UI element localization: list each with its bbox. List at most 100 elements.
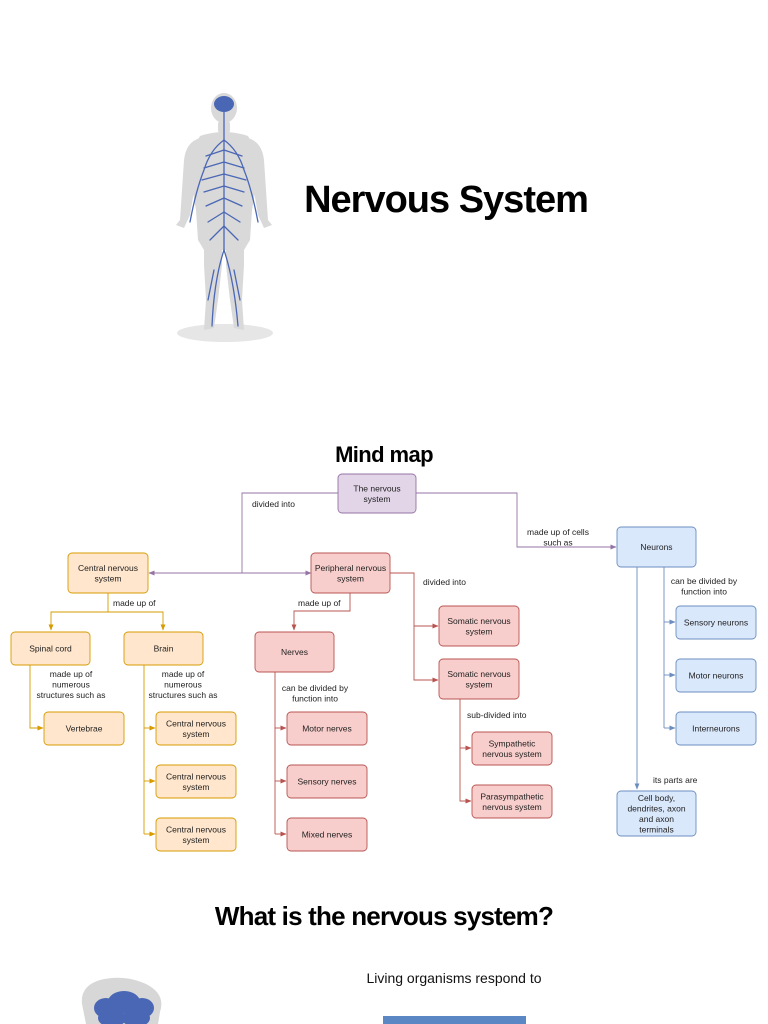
mindmap-node-motor-nerves: Motor nerves	[286, 711, 368, 746]
mindmap-node-box	[471, 731, 553, 766]
edge-label-text: can be divided by	[282, 683, 349, 693]
mindmap-node-box	[123, 631, 204, 666]
mindmap-node-label: Motor nerves	[302, 724, 352, 734]
edge-root-divided	[241, 492, 338, 573]
section-heading: What is the nervous system?	[215, 901, 553, 931]
mindmap-node-label: Sensory nerves	[297, 777, 356, 787]
mindmap-node-label: dendrites, axon	[627, 803, 685, 813]
mindmap-node-box	[286, 711, 368, 746]
edge-spinal-vertebrae	[29, 665, 44, 731]
mindmap-node-label: Sympathetic	[489, 738, 537, 748]
mindmap-node-spinal-cord: Spinal cord	[10, 631, 91, 666]
mindmap-node-label: Central nervous	[166, 824, 226, 834]
mindmap-node-label: terminals	[639, 824, 673, 834]
mindmap-node-motor-neurons: Motor neurons	[675, 658, 757, 693]
mindmap-node-label: Nerves	[281, 647, 308, 657]
edge-label-text: made up of cells	[527, 527, 589, 537]
mindmap-node-label: Neurons	[640, 542, 672, 552]
mindmap-node-box	[254, 631, 335, 673]
edge-label-divided-into-root: divided into	[252, 499, 295, 509]
mindmap-node-box	[155, 817, 237, 852]
mindmap-node-box	[471, 784, 553, 819]
mindmap-node-label: system	[364, 494, 391, 504]
mindmap-node-label: Somatic nervous	[447, 669, 510, 679]
mindmap-node-label: nervous system	[482, 749, 542, 759]
mindmap-node-label: Central nervous	[166, 771, 226, 781]
mindmap-node-label: system	[466, 626, 493, 636]
edge-cns-spinal	[48, 593, 109, 631]
mindmap-node-box	[675, 658, 757, 693]
mindmap-node-box	[310, 552, 391, 594]
edge-label-text: can be divided by	[671, 576, 738, 586]
edge-label-text: function into	[292, 694, 338, 704]
edge-label-text: divided into	[423, 577, 466, 587]
mindmap-node-sensory-nerves: Sensory nerves	[286, 764, 368, 799]
mindmap-node-label: Central nervous	[166, 718, 226, 728]
edge-label-divided-into-pns: divided into	[423, 577, 466, 587]
mindmap-node-label: system	[183, 782, 210, 792]
mindmap-node-box	[675, 605, 757, 640]
mindmap-node-vertebrae: Vertebrae	[43, 711, 125, 746]
blue-banner-block	[383, 1016, 526, 1024]
edge-pns-nerves	[291, 593, 351, 631]
edge-label-text: structures such as	[37, 690, 106, 700]
mindmap-node-label: Parasympathetic	[480, 791, 544, 801]
mindmap-node-label: Peripheral nervous	[315, 563, 386, 573]
edge-label-text: made up of	[113, 598, 156, 608]
mindmap-node-box	[675, 711, 757, 746]
mindmap-node-sensory-neurons: Sensory neurons	[675, 605, 757, 640]
mindmap-node-brain: Brain	[123, 631, 204, 666]
mindmap-node-label: system	[95, 573, 122, 583]
edge-label-text: sub-divided into	[467, 710, 527, 720]
edge-label-text: its parts are	[653, 775, 698, 785]
edge-label-text: divided into	[252, 499, 295, 509]
mindmap-node-box	[43, 711, 125, 746]
mindmap-node-label: Interneurons	[692, 724, 740, 734]
mindmap-node-label: Brain	[154, 644, 174, 654]
mindmap-node-box	[67, 552, 149, 594]
mindmap-node-label: Motor neurons	[689, 671, 744, 681]
mindmap-heading: Mind map	[335, 442, 433, 467]
edge-label-text: made up of	[162, 669, 205, 679]
edge-label-text: structures such as	[149, 690, 218, 700]
mindmap-node-nerves: Nerves	[254, 631, 335, 673]
edge-label-text: made up of	[50, 669, 93, 679]
mindmap-node-label: Cell body,	[638, 793, 675, 803]
edge-somatic-parasympathetic	[459, 699, 472, 804]
mindmap-node-label: system	[183, 729, 210, 739]
edge-label-text: function into	[681, 587, 727, 597]
mindmap-node-box	[10, 631, 91, 666]
edge-label-text: numerous	[164, 680, 202, 690]
edge-label-text: made up of	[298, 598, 341, 608]
edge-cns-brain	[108, 611, 166, 631]
mindmap-node-box	[286, 817, 368, 852]
mindmap-node-box	[155, 711, 237, 746]
edge-label-text: numerous	[52, 680, 90, 690]
page-title: Nervous System	[304, 179, 588, 221]
head-brain-icon	[81, 977, 162, 1024]
edge-label-its-parts: its parts are	[653, 775, 698, 785]
edge-label-text: such as	[543, 538, 572, 548]
mindmap-node-label: and axon	[639, 814, 674, 824]
mindmap-node-box	[286, 764, 368, 799]
mindmap-node-label: Vertebrae	[66, 724, 103, 734]
mindmap-node-label: Mixed nerves	[302, 830, 353, 840]
mindmap-node-box	[438, 658, 520, 700]
edge-label-made-up-of-pns: made up of	[298, 598, 341, 608]
mindmap-node-interneurons: Interneurons	[675, 711, 757, 746]
